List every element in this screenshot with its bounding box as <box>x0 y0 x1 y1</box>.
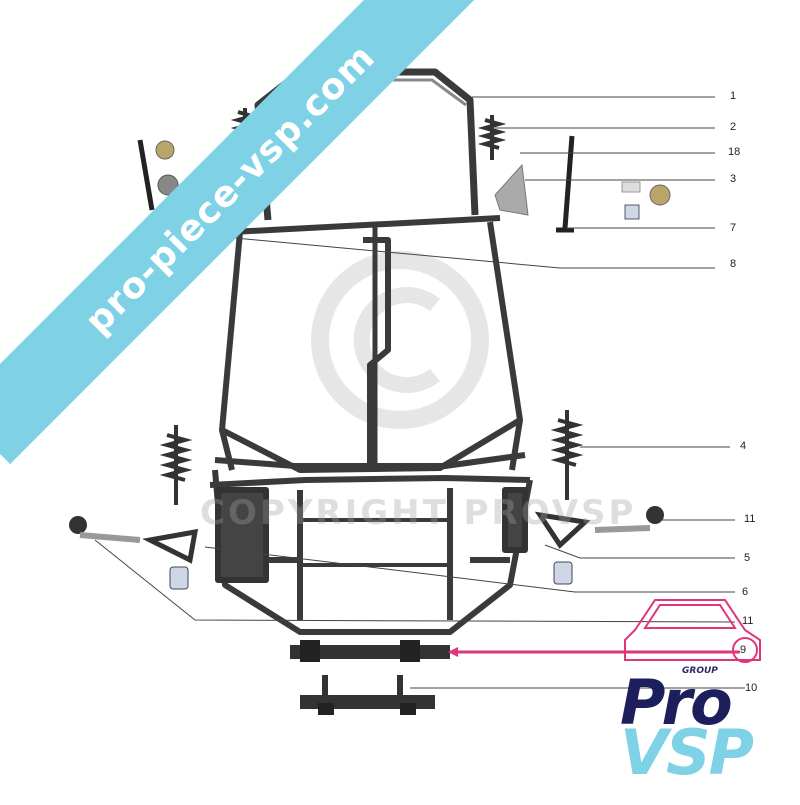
upper-bracket-right <box>494 163 529 216</box>
lower-arm-left <box>142 528 199 564</box>
upper-shock-left <box>230 108 260 148</box>
callout-10: 10 <box>745 682 758 694</box>
callout-11-right: 11 <box>744 513 756 525</box>
upper-bracket-left <box>214 169 249 216</box>
upper-shock-right <box>477 115 507 160</box>
callout-18: 18 <box>728 146 741 158</box>
lower-shock-right <box>550 410 584 500</box>
strut-bar-right <box>556 135 575 233</box>
logo-vsp-text: VSP <box>620 716 754 789</box>
roll-cage <box>254 68 479 221</box>
chassis-frame <box>209 215 533 635</box>
leader-lines <box>94 96 745 689</box>
callout-2: 2 <box>730 121 737 133</box>
arrow-icon <box>448 647 458 657</box>
logo-group-text: GROUP <box>682 666 718 676</box>
callout-11-left: 11 <box>742 615 754 627</box>
callout-7: 7 <box>730 222 737 234</box>
tie-rod-right <box>594 506 664 533</box>
car-logo-icon <box>624 599 761 663</box>
callout-4: 4 <box>740 440 747 452</box>
copyright-text: COPYRIGHT PROVSP <box>200 493 637 533</box>
logo-pro-text: Pro <box>620 666 733 739</box>
lower-arm-right <box>534 511 591 549</box>
copyright-watermark-icon <box>311 251 489 429</box>
lower-shock-left <box>159 425 193 505</box>
callout-1: 1 <box>730 90 737 102</box>
callout-6: 6 <box>742 586 749 598</box>
rear-crossmember <box>290 640 450 662</box>
provsp-logo: GROUP Pro VSP <box>610 588 790 789</box>
callout-5: 5 <box>744 552 751 564</box>
callout-3: 3 <box>730 173 737 185</box>
rear-bumper <box>300 675 435 715</box>
tie-rod-left <box>69 516 141 543</box>
callout-8: 8 <box>730 258 737 270</box>
callout-9: 9 <box>740 644 747 656</box>
strut-bar-left <box>137 139 155 211</box>
